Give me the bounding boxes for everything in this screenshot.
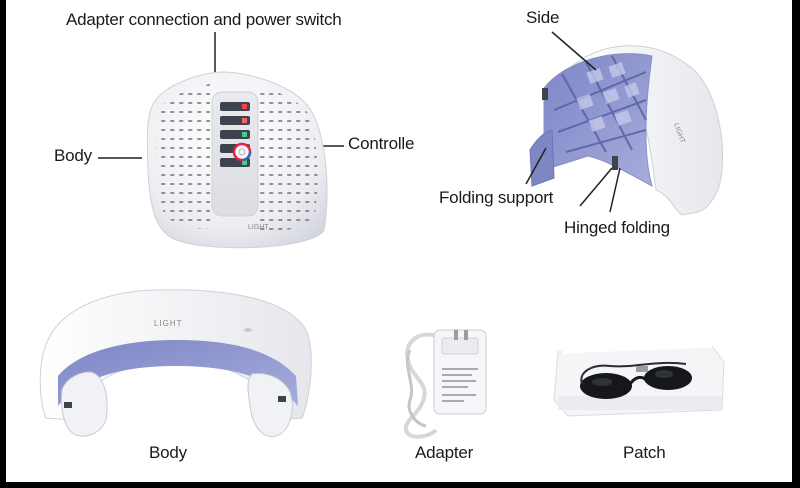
pointer-line <box>551 31 597 71</box>
device-folded-view: LIGHT <box>39 289 312 438</box>
label-adapter: Adapter <box>415 443 474 462</box>
vent-holes-right <box>256 86 318 231</box>
label-hinged-folding: Hinged folding <box>564 218 670 237</box>
vent-holes-left <box>156 84 210 229</box>
open-logo: LIGHT <box>154 319 183 328</box>
device-front-view: LIGHT <box>39 31 725 439</box>
label-patch: Patch <box>623 443 666 462</box>
pointer-line <box>525 147 547 185</box>
label-side: Side <box>526 8 560 27</box>
patch-image <box>553 344 725 417</box>
device-open-half-view: LIGHT <box>529 45 724 216</box>
label-body-top: Body <box>54 146 92 165</box>
label-controller: Controlle <box>348 134 415 153</box>
product-diagram-frame: LIGHT <box>6 0 792 482</box>
power-dial-icon <box>232 142 252 162</box>
label-body-bottom: Body <box>149 443 187 462</box>
adapter-image <box>403 329 487 439</box>
label-folding-support: Folding support <box>439 188 554 207</box>
front-logo: LIGHT <box>248 224 269 231</box>
pointer-line <box>579 167 613 207</box>
pointer-line <box>609 167 621 213</box>
label-adapter-connection: Adapter connection and power switch <box>66 10 342 29</box>
